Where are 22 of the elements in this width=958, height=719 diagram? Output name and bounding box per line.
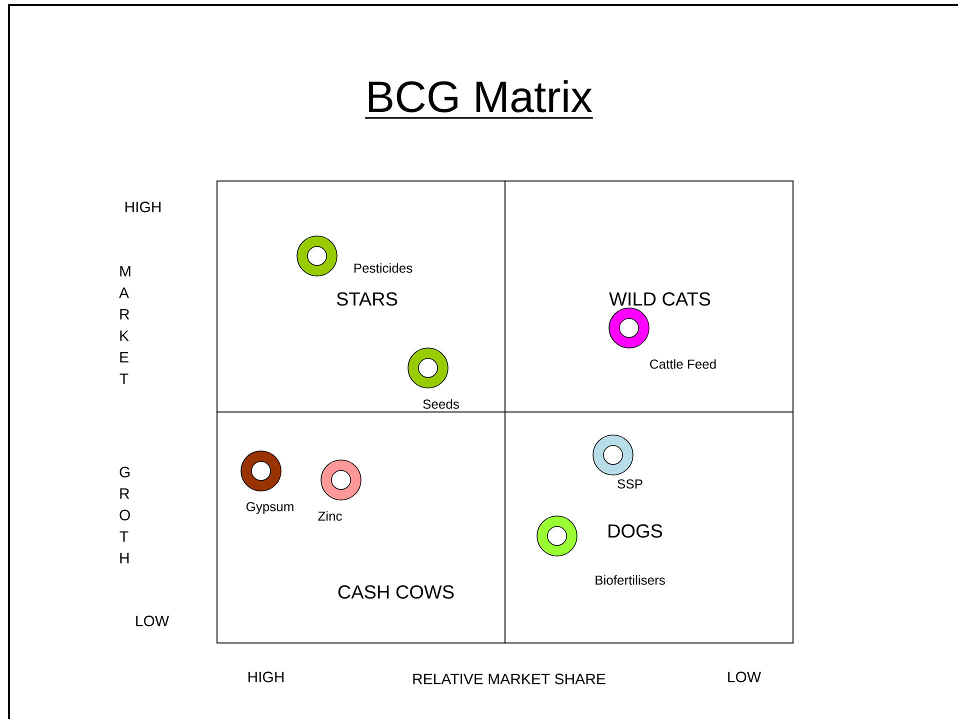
item-label: Zinc	[318, 511, 342, 521]
item-label: Biofertilisers	[596, 575, 665, 585]
ring-marker	[240, 450, 282, 492]
ring-marker	[320, 460, 362, 500]
axis-label: M A R K E T	[119, 266, 130, 384]
axis-label: HIGH	[248, 672, 284, 682]
axis-label: HIGH	[125, 202, 161, 212]
item-label: Seeds	[423, 399, 459, 409]
item-label: Gypsum	[246, 502, 294, 514]
ring-marker	[592, 434, 634, 476]
item-label: Cattle Feed	[650, 359, 716, 369]
axis-label: LOW	[136, 616, 170, 626]
ring-marker	[608, 308, 650, 348]
ring-marker	[536, 516, 578, 556]
item-label: SSP	[618, 479, 642, 489]
ring-marker	[408, 348, 448, 388]
axis-label: LOW	[728, 672, 762, 682]
item-label: Pesticides	[354, 263, 412, 273]
axis-label: RELATIVE MARKET SHARE	[413, 674, 606, 684]
title: BCG Matrix	[365, 80, 593, 119]
axis-label: G R O T H	[120, 466, 130, 564]
ring-marker	[296, 236, 338, 276]
